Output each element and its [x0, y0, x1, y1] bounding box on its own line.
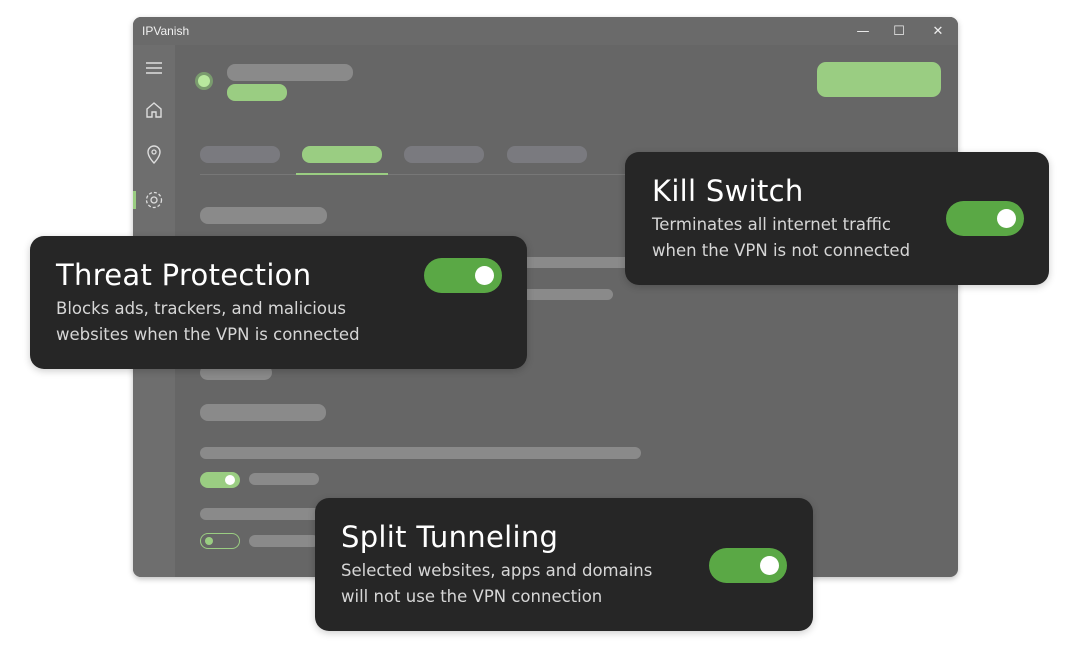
- threat-protection-toggle[interactable]: [424, 258, 502, 293]
- close-button[interactable]: ✕: [932, 24, 944, 39]
- kill-switch-toggle[interactable]: [946, 201, 1024, 236]
- tab-4[interactable]: [507, 146, 587, 163]
- kill-switch-card: Kill Switch Terminates all internet traf…: [625, 152, 1049, 285]
- active-indicator: [133, 191, 136, 209]
- home-icon[interactable]: [143, 99, 165, 121]
- tab-divider: [200, 174, 640, 175]
- card-title: Split Tunneling: [341, 520, 559, 554]
- connection-status-dot: [198, 75, 210, 87]
- settings-gear-icon[interactable]: [143, 189, 165, 211]
- menu-icon[interactable]: [143, 57, 165, 79]
- connect-button[interactable]: [817, 62, 941, 97]
- placeholder-bar: [493, 257, 633, 268]
- placeholder-bar: [200, 447, 641, 459]
- placeholder-bar: [493, 289, 613, 300]
- minimize-button[interactable]: —: [856, 24, 870, 39]
- maximize-button[interactable]: ☐: [893, 24, 905, 39]
- threat-protection-card: Threat Protection Blocks ads, trackers, …: [30, 236, 527, 369]
- app-title: IPVanish: [142, 24, 190, 38]
- split-tunneling-toggle[interactable]: [709, 548, 787, 583]
- tab-2[interactable]: [302, 146, 382, 163]
- card-title: Threat Protection: [56, 258, 312, 292]
- placeholder-bar: [227, 64, 353, 81]
- tab-3[interactable]: [404, 146, 484, 163]
- placeholder-status: [227, 84, 287, 101]
- tab-underline: [296, 173, 388, 175]
- placeholder-bar: [200, 404, 326, 421]
- placeholder-bar: [200, 207, 327, 224]
- card-title: Kill Switch: [652, 174, 804, 208]
- toggle-on[interactable]: [200, 472, 240, 488]
- placeholder-bar: [249, 473, 319, 485]
- placeholder-bar: [249, 535, 319, 547]
- title-bar: IPVanish — ☐ ✕: [133, 17, 958, 45]
- tab-1[interactable]: [200, 146, 280, 163]
- split-tunneling-card: Split Tunneling Selected websites, apps …: [315, 498, 813, 631]
- location-icon[interactable]: [143, 143, 165, 165]
- toggle-off[interactable]: [200, 533, 240, 549]
